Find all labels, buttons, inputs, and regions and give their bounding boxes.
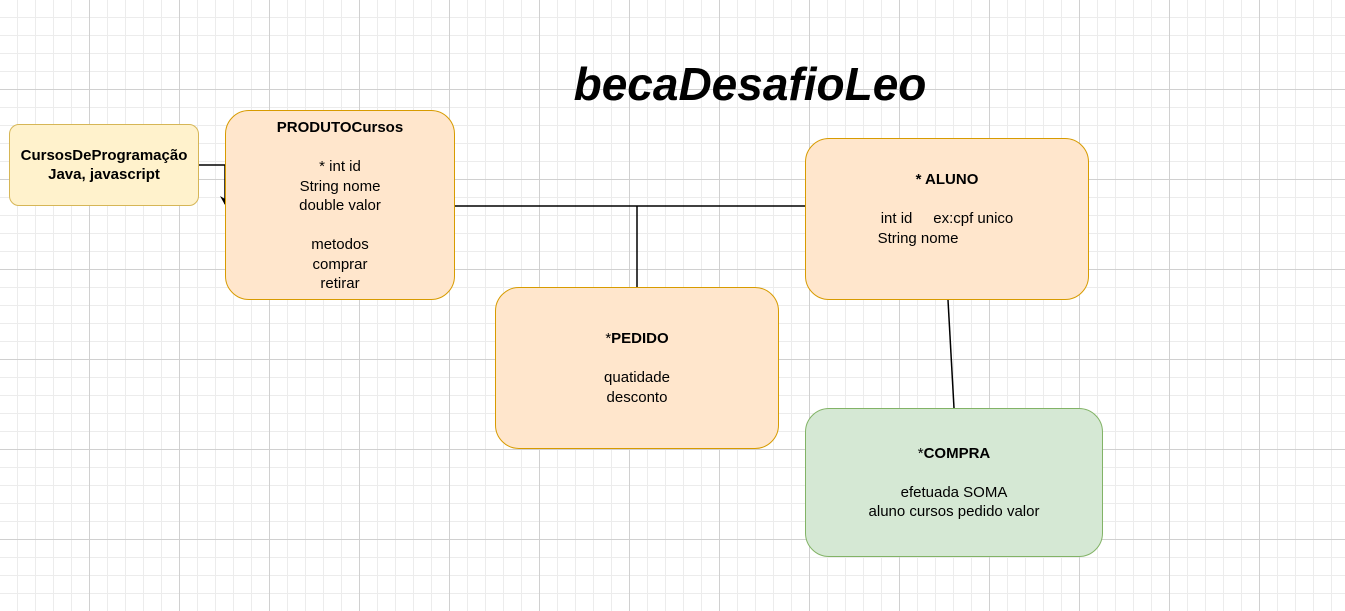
pedido-header-text: PEDIDO <box>611 330 669 347</box>
cursos-line-2: Java, javascript <box>48 166 160 183</box>
edge-aluno-compra[interactable] <box>947 299 955 409</box>
node-compra[interactable]: *COMPRA efetuada SOMA aluno cursos pedid… <box>805 408 1103 557</box>
produto-metodo-retirar: retirar <box>320 275 360 292</box>
edge-cursos-produto[interactable] <box>199 164 230 205</box>
produto-header: PRODUTOCursos <box>276 119 404 136</box>
pedido-header-prefix: * <box>605 330 612 347</box>
diagram-title: becaDesafioLeo <box>573 58 927 110</box>
compra-line-2: aluno cursos pedido valor <box>868 503 1040 520</box>
compra-line-1: efetuada SOMA <box>900 483 1008 501</box>
compra-header-prefix: * <box>917 444 924 462</box>
node-aluno[interactable]: * ALUNO int id ex:cpf unico String nome <box>805 138 1089 300</box>
produto-attr-nome: String nome <box>299 177 381 195</box>
aluno-header: * ALUNO <box>915 171 979 189</box>
pedido-attr-desconto: desconto <box>606 388 668 406</box>
produto-metodo-comprar: comprar <box>312 255 368 273</box>
compra-header-text: COMPRA <box>923 444 991 462</box>
aluno-attr-nome: String nome <box>877 229 959 247</box>
produto-metodos: metodos <box>311 236 369 253</box>
node-cursos-de-programacao[interactable]: CursosDeProgramação Java, javascript <box>9 124 199 206</box>
aluno-attr-id: int id ex:cpf unico <box>880 210 1014 228</box>
node-pedido[interactable]: *PEDIDO quatidade desconto <box>495 287 779 449</box>
cursos-line-1: CursosDeProgramação <box>20 146 188 164</box>
produto-attr-valor: double valor <box>299 197 381 214</box>
pedido-attr-quatidade: quatidade <box>604 369 670 386</box>
pedido-header: *PEDIDO <box>605 329 668 349</box>
compra-header: *COMPRA <box>918 444 991 464</box>
node-produto-cursos[interactable]: PRODUTOCursos * int id String nome doubl… <box>225 110 455 300</box>
produto-attr-id: * int id <box>319 158 361 175</box>
